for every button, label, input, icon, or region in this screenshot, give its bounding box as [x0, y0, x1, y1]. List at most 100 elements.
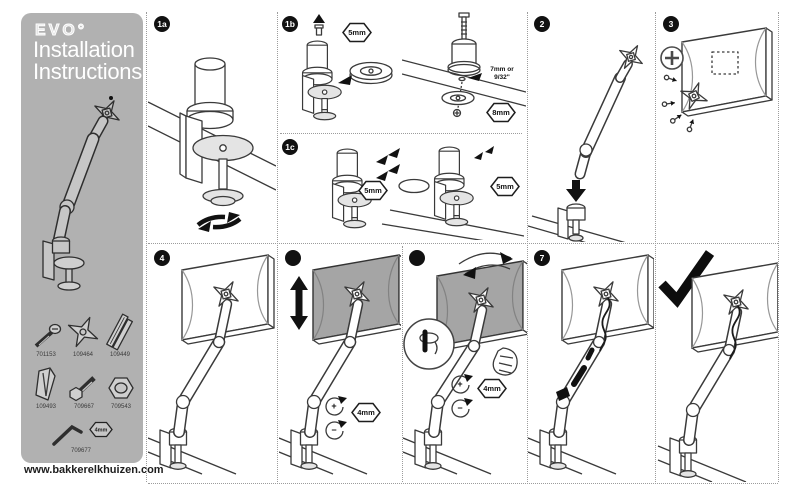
desk-clamp [433, 146, 474, 227]
up-arrow-icon [313, 14, 325, 23]
cable [599, 297, 611, 352]
vesa-plate [468, 287, 494, 313]
hole-pointer-arrow-icon [468, 73, 482, 81]
tool-size-label: 8mm [492, 108, 510, 117]
separator [778, 12, 779, 482]
step-7-illustration [528, 254, 654, 475]
doc-title-line1: Installation [33, 37, 135, 62]
detail-magnifier [403, 318, 455, 370]
arm [304, 298, 364, 438]
step-5-panel: + − 4mm [279, 246, 401, 482]
vesa-plate [344, 281, 370, 307]
drill-size-line2: 9/32" [494, 74, 510, 81]
step-badge-4: 4 [154, 250, 170, 266]
phillips-screwdriver-icon [660, 46, 684, 70]
step-1b-illustration [301, 14, 393, 121]
step-1a-panel [148, 12, 276, 242]
separator [280, 133, 522, 134]
hand [492, 347, 518, 376]
rotate-plus-icon: + [451, 374, 473, 394]
separator [148, 243, 778, 244]
step-3-illustration [660, 27, 773, 133]
part-number: 109464 [72, 352, 94, 358]
rotate-minus-icon: − [451, 398, 473, 418]
vesa-plate [94, 100, 120, 126]
insert-arrow-icon [338, 75, 352, 85]
separator [527, 12, 528, 482]
tool-size-hex-badge: 5mm [342, 22, 372, 43]
vesa-plate [213, 281, 239, 307]
tool-size-label: 4mm [357, 408, 375, 417]
mounting-strip-icon [106, 313, 133, 351]
rotate-plus-icon: + [325, 396, 347, 416]
step-2-illustration [528, 45, 643, 242]
step-1b-panel: 5mm [278, 12, 402, 132]
tool-size-label: 4mm [95, 428, 108, 434]
step-5-illustration: + − [279, 254, 401, 475]
final-result-panel [656, 246, 778, 482]
part-number: 709667 [73, 404, 95, 410]
monitor-arm-illustration [42, 96, 120, 291]
separator [402, 246, 403, 482]
step-2-panel [528, 12, 654, 242]
monitor-back [681, 27, 773, 117]
step-6-illustration: + − [403, 252, 527, 475]
step-7-panel [528, 246, 654, 482]
drill-size-note: 7mm or 9/32" [482, 66, 522, 82]
grommet-mount-illustration [402, 12, 526, 118]
down-arrow-icon [566, 180, 586, 202]
tool-size-hex-badge: 4mm [351, 402, 381, 423]
tool-size-label: 5mm [348, 28, 366, 37]
step-4-illustration [148, 254, 275, 475]
brand-logo: EVO° [35, 22, 88, 40]
desk-clamp [42, 236, 85, 291]
part-item: 109493 [29, 367, 63, 410]
part-number: 109493 [35, 404, 57, 410]
screw-icon [34, 323, 62, 348]
step-1a-illustration [148, 57, 276, 232]
website-url: www.bakkerelkhuizen.com [24, 464, 164, 476]
vesa-plate-icon [67, 316, 99, 348]
step-badge-1c: 1c [282, 139, 298, 155]
desk-clamp [301, 40, 342, 121]
separator [146, 12, 147, 482]
step-1c-illustration [331, 146, 524, 240]
step-1c-panel: 5mm 5mm [278, 134, 524, 240]
sidebar: EVO° Installation Instructions [21, 13, 143, 463]
step-3-panel [656, 12, 778, 242]
part-item: 109464 [65, 313, 101, 358]
tool-size-hex-badge: 5mm [490, 176, 520, 197]
part-item: 709543 [105, 373, 137, 410]
tilt-arrows-icon [458, 252, 513, 279]
part-item: 4mm 709677 [51, 419, 113, 454]
vesa-plate [593, 281, 619, 307]
check-icon [658, 250, 715, 308]
svg-text:−: − [457, 403, 462, 413]
tool-size-label: 4mm [483, 384, 501, 393]
separator [277, 12, 278, 482]
grommet-mount-panel: 7mm or 9/32" 8mm [402, 12, 526, 132]
nut-icon [108, 377, 134, 399]
tool-size-hex-badge: 8mm [486, 102, 516, 123]
tool-size-label: 5mm [364, 186, 382, 195]
tool-size-hex-badge: 4mm [89, 421, 113, 438]
separator [655, 12, 656, 482]
grommet-plate [349, 61, 393, 85]
svg-text:+: + [457, 379, 462, 389]
vesa-plate [680, 82, 708, 110]
cable-clips [556, 347, 595, 401]
step-4-panel [148, 246, 276, 482]
tool-size-label: 5mm [496, 182, 514, 191]
final-result-illustration [657, 250, 778, 482]
cable [729, 305, 741, 360]
monitor-back [561, 254, 654, 345]
step-badge-filled-5 [285, 250, 301, 266]
step-badge-3: 3 [663, 16, 679, 32]
step-badge-filled-6 [409, 250, 425, 266]
part-item: 709667 [67, 369, 101, 410]
vesa-plate [619, 45, 643, 69]
part-number: 709677 [70, 448, 92, 454]
part-number: 701153 [36, 352, 56, 358]
tool-size-hex-badge: 4mm [477, 378, 507, 399]
